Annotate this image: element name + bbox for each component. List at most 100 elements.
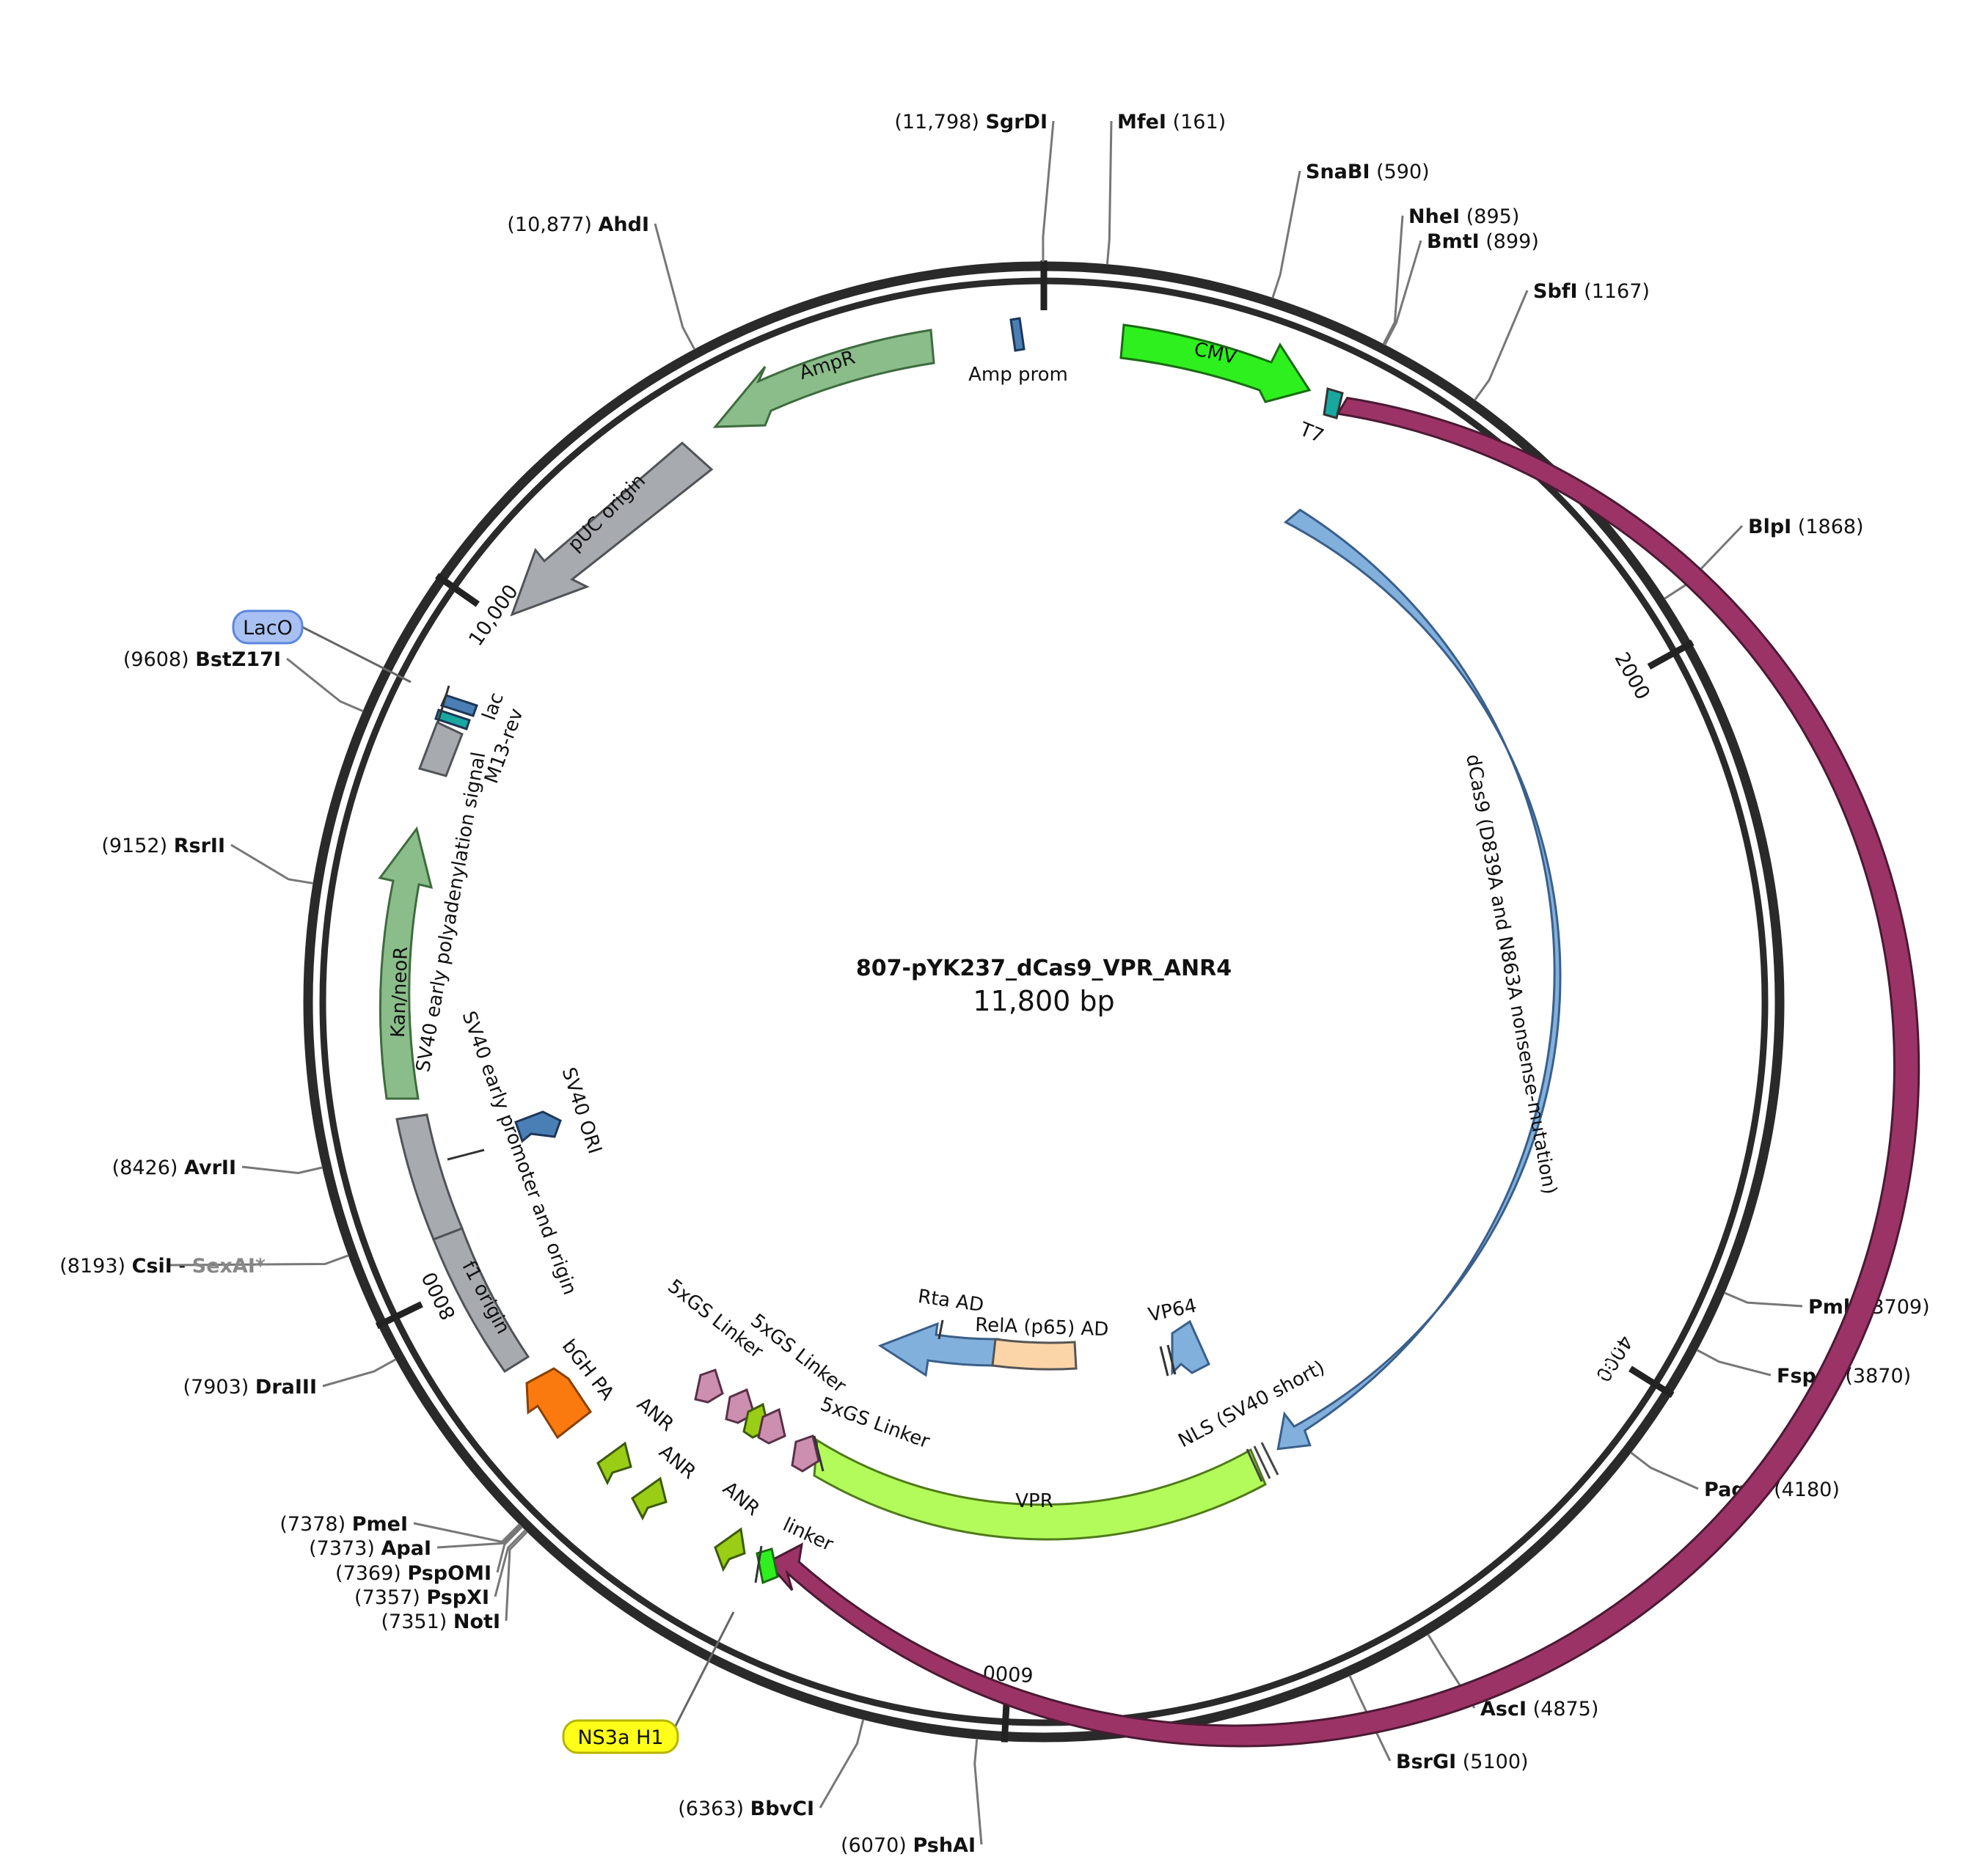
restriction-site-label[interactable]: NheI (895) xyxy=(1408,205,1519,228)
feature-ampr[interactable]: AmpR xyxy=(712,329,935,428)
site-position: (7903) xyxy=(183,1376,255,1399)
tick-mark xyxy=(1647,640,1695,670)
restriction-site-label[interactable]: (6070) PshAI xyxy=(841,1834,976,1857)
site-position: (4180) xyxy=(1767,1479,1839,1501)
site-position: (7378) xyxy=(279,1513,351,1536)
tick-label: 10,000 xyxy=(464,581,523,651)
restriction-site-label[interactable]: (7351) NotI xyxy=(381,1611,500,1633)
site-name: AscI xyxy=(1480,1698,1527,1721)
site-position: (11,798) xyxy=(894,111,985,133)
site-position: (899) xyxy=(1480,230,1539,253)
feature-vp64[interactable]: VP64 xyxy=(1147,1295,1210,1377)
5xgs-linker-3-label: 5xGS Linker xyxy=(817,1393,932,1454)
tag-ns3a-h1-label: NS3a H1 xyxy=(577,1726,663,1749)
5xgs-linker-2-label: 5xGS Linker xyxy=(746,1310,850,1398)
feature-amp-prom[interactable]: Amp prom xyxy=(968,317,1068,386)
restriction-site-label[interactable]: AscI (4875) xyxy=(1480,1698,1598,1721)
site-position: (3870) xyxy=(1839,1365,1911,1388)
feature-rela-ad[interactable]: RelA (p65) AD xyxy=(975,1314,1109,1371)
site-connector xyxy=(1348,1675,1392,1762)
site-name: CsiI xyxy=(132,1255,172,1278)
restriction-site-label[interactable]: (7378) PmeI xyxy=(279,1513,408,1536)
site-connector xyxy=(973,1738,983,1845)
site-position: (895) xyxy=(1460,205,1519,228)
feature-t7[interactable]: T7 xyxy=(1295,387,1344,448)
restriction-site-label[interactable]: BmtI (899) xyxy=(1427,230,1539,253)
restriction-site-label[interactable]: (11,798) SgrDI xyxy=(894,111,1048,133)
t7-label: T7 xyxy=(1295,418,1326,447)
site-name: SbfI xyxy=(1533,280,1578,303)
site-name: BsrGI xyxy=(1396,1751,1456,1773)
site-position: (1868) xyxy=(1791,516,1863,538)
site-connector xyxy=(1474,290,1529,401)
feature-kan-neor[interactable]: Kan/neoR xyxy=(378,826,434,1100)
feature-5xgs-linker-3[interactable]: 5xGS Linker xyxy=(791,1393,932,1473)
feature-vpr[interactable]: VPR xyxy=(813,1438,1267,1541)
restriction-site-label[interactable]: BsrGI (5100) xyxy=(1396,1751,1529,1773)
site-connector xyxy=(436,1525,522,1549)
site-connector xyxy=(494,1529,527,1597)
vpr-label: VPR xyxy=(1015,1490,1053,1512)
site-connector xyxy=(654,223,696,351)
site-position: (8426) xyxy=(112,1157,184,1179)
site-position: (9152) xyxy=(101,835,173,857)
site-connector xyxy=(1105,120,1113,265)
feature-anr-1[interactable]: ANR xyxy=(596,1393,678,1486)
site-name: NheI xyxy=(1408,205,1460,228)
feature-sv40-ori[interactable]: SV40 ORI xyxy=(514,1065,606,1157)
feature-anr-3[interactable]: ANR xyxy=(714,1478,764,1572)
anr-3-label: ANR xyxy=(718,1478,764,1521)
site-connector xyxy=(322,1358,397,1388)
restriction-sites: (11,798) SgrDI MfeI (161) SnaBI (590) NheI … xyxy=(59,111,1929,1857)
plasmid-name: 807-pYK237_dCas9_VPR_ANR4 xyxy=(856,956,1232,981)
linker-label: linker xyxy=(780,1514,837,1556)
site-name: BmtI xyxy=(1427,230,1480,253)
site-separator: - xyxy=(172,1255,192,1278)
feature-translation[interactable]: Translation 748-6546 xyxy=(765,396,1920,1748)
restriction-site-label[interactable]: SbfI (1167) xyxy=(1533,280,1650,303)
restriction-site-label[interactable]: (9152) RsrII xyxy=(101,835,225,857)
site-name: PspOMI xyxy=(407,1562,491,1585)
site-position: (7351) xyxy=(381,1611,453,1633)
restriction-site-label[interactable]: (8193) CsiI - SexAI* xyxy=(59,1255,266,1278)
restriction-site-label[interactable]: (8426) AvrII xyxy=(112,1157,236,1179)
tag-laco[interactable]: LacO xyxy=(232,609,412,684)
site-position: (7357) xyxy=(354,1586,426,1609)
tag-ns3a-h1[interactable]: NS3a H1 xyxy=(562,1611,735,1754)
restriction-site-label[interactable]: (9608) BstZ17I xyxy=(123,648,281,671)
restriction-site-label[interactable]: (7373) ApaI xyxy=(309,1537,431,1560)
site-connector xyxy=(1383,240,1422,346)
rela-ad-label: RelA (p65) AD xyxy=(975,1314,1109,1341)
site-name: BstZ17I xyxy=(195,648,281,671)
restriction-site-label[interactable]: (6363) BbvCI xyxy=(678,1798,814,1820)
feature-anr-2[interactable]: ANR xyxy=(631,1441,700,1521)
restriction-site-label[interactable]: (7357) PspXI xyxy=(354,1586,489,1609)
feature-cmv[interactable]: CMV xyxy=(1119,323,1312,403)
restriction-site-label[interactable]: (7369) PspOMI xyxy=(335,1562,491,1585)
site-name: AvrII xyxy=(184,1157,236,1179)
site-position: (10,877) xyxy=(507,213,598,236)
site-position: (7369) xyxy=(335,1562,407,1585)
feature-bgh-pa[interactable]: bGH PA xyxy=(525,1335,618,1440)
site-position: (7373) xyxy=(309,1537,381,1560)
site-position: (8193) xyxy=(59,1255,131,1278)
site-connector xyxy=(1696,1349,1772,1377)
sv40-ori-label: SV40 ORI xyxy=(558,1065,606,1157)
tick-mark xyxy=(375,1301,423,1330)
restriction-site-label[interactable]: (7903) DraIII xyxy=(183,1376,317,1399)
site-position: (4875) xyxy=(1527,1698,1598,1721)
site-connector xyxy=(1630,1451,1699,1490)
site-name: PspXI xyxy=(426,1586,489,1609)
feature-dcas9[interactable]: dCas9 (D839A and N863A nonsense-mutation… xyxy=(1276,508,1562,1451)
feature-5xgs-linker-1[interactable]: 5xGS Linker xyxy=(663,1275,767,1404)
restriction-site-label[interactable]: SnaBI (590) xyxy=(1306,161,1430,183)
restriction-site-label[interactable]: (10,877) AhdI xyxy=(507,213,649,236)
site-name: RsrII xyxy=(174,835,225,857)
site-name: PshAI xyxy=(913,1834,976,1857)
site-connector xyxy=(1271,170,1301,298)
site-name: DraIII xyxy=(255,1376,317,1399)
site-name: ApaI xyxy=(381,1537,432,1560)
restriction-site-label[interactable]: BlpI (1868) xyxy=(1748,516,1864,538)
restriction-site-label[interactable]: MfeI (161) xyxy=(1117,111,1226,133)
